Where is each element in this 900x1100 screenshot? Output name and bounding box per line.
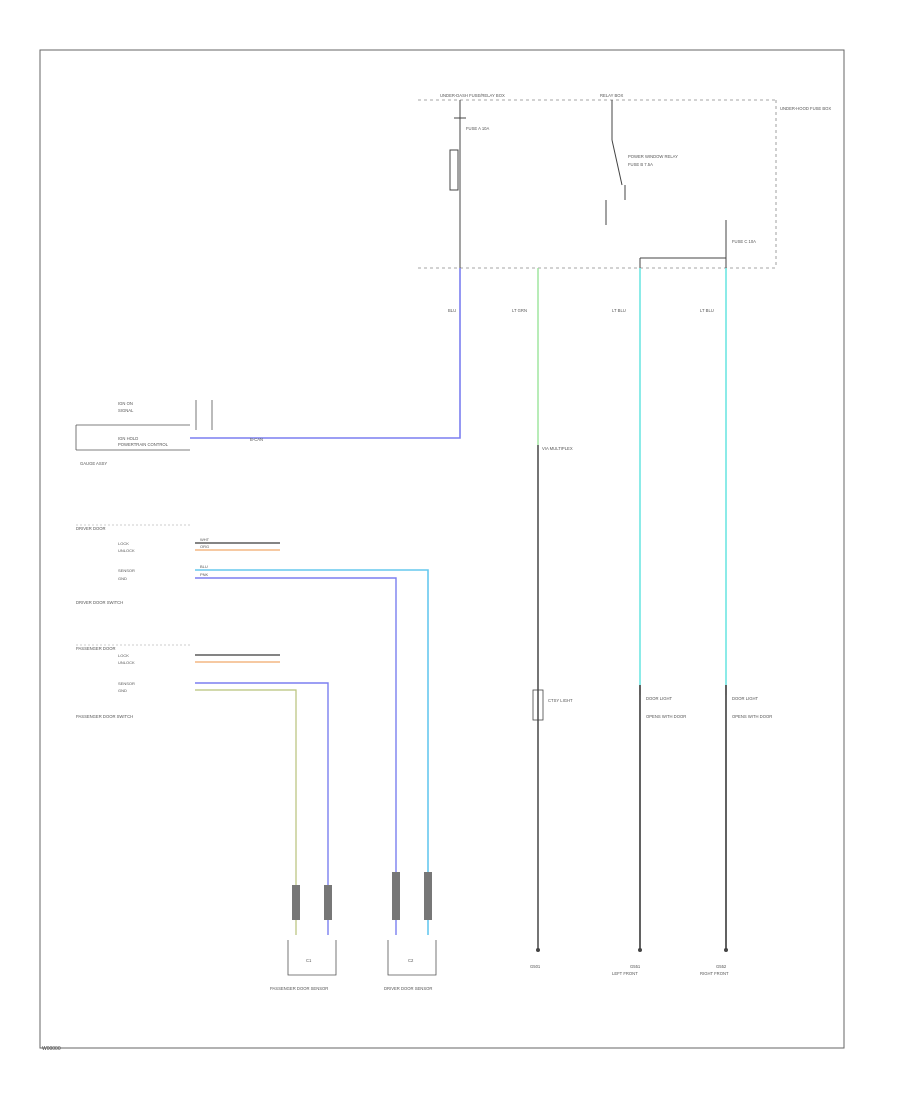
pin-lock-2: LOCK [118, 653, 129, 658]
loc-2: RIGHT FRONT [700, 971, 729, 976]
pax-door-header: PASSENGER DOOR [76, 646, 115, 651]
underhood-box-label: UNDER-HOOD FUSE BOX [780, 106, 831, 111]
driver-door-header: DRIVER DOOR [76, 526, 106, 531]
pax-switch-name: PASSENGER DOOR SWITCH [76, 714, 133, 719]
fuse-a [449, 100, 466, 268]
fuse-c-label: FUSE C 10A [732, 239, 756, 244]
power-window-relay [605, 100, 626, 225]
lamp-1-label: CTSY LIGHT [548, 698, 573, 703]
lamp-3-label: DOOR LIGHT [732, 696, 758, 701]
underdash-box-label: UNDER-DASH FUSE/RELAY BOX [440, 93, 505, 98]
grounds [536, 948, 728, 952]
ground-2: G551 [630, 964, 641, 969]
pin-ground-2: GND [118, 688, 127, 693]
ground-1: G501 [530, 964, 541, 969]
door-sw-1-label: OPENS WITH DOOR [646, 714, 686, 719]
diagram-frame [39, 49, 845, 1049]
sensor-right-label: DRIVER DOOR SENSOR [384, 986, 432, 991]
pin-unlock-1: UNLOCK [118, 548, 135, 553]
lamp-2-label: DOOR LIGHT [646, 696, 672, 701]
fuse-a-label: FUSE A 10A [466, 126, 489, 131]
wire-1-label: BLU [448, 308, 456, 313]
pcm-line: POWERTRAIN CONTROL [118, 442, 169, 447]
color-org-1: ORG [200, 544, 209, 549]
bus-label: B-CAN [250, 437, 263, 442]
wire-blue-main [190, 268, 461, 439]
color-blu-1: BLU [200, 564, 208, 569]
wire-2-label: LT GRN [512, 308, 527, 313]
wire-3-label: LT BLU [612, 308, 626, 313]
relay-label: POWER WINDOW RELAY [628, 154, 678, 159]
c2-label: C2 [408, 958, 414, 963]
lamp-1 [532, 689, 544, 721]
pin-sensor-2: SENSOR [118, 681, 135, 686]
sensor-connectors [292, 872, 432, 920]
pin-sensor-1: SENSOR [118, 568, 135, 573]
ground-3: G552 [716, 964, 727, 969]
footer-code: W00000 [42, 1046, 61, 1052]
gauge-assembly: GAUGE ASSY [80, 461, 107, 466]
sensor-left-label: PASSENGER DOOR SENSOR [270, 986, 328, 991]
fuse-b-label: FUSE B 7.5A [628, 162, 653, 167]
pin-unlock-2: UNLOCK [118, 660, 135, 665]
driver-switch-name: DRIVER DOOR SWITCH [76, 600, 123, 605]
pin-lock-1: LOCK [118, 541, 129, 546]
color-wht-1: WHT [200, 537, 210, 542]
c1-label: C1 [306, 958, 312, 963]
sensor-boxes [287, 940, 437, 976]
loc-1: LEFT FRONT [612, 971, 638, 976]
via-line: VIA MULTIPLEX [542, 446, 573, 451]
ign-hold: IGN HOLD [118, 436, 138, 441]
pax-door-wires [195, 654, 329, 935]
ign-on-line1: IGN ON [118, 401, 133, 406]
color-pnk-1: PNK [200, 572, 209, 577]
ign-on-line2: SIGNAL [118, 408, 134, 413]
pin-ground-1: GND [118, 576, 127, 581]
relay-box [418, 99, 777, 269]
driver-door-wires [195, 542, 429, 935]
wire-4-label: LT BLU [700, 308, 714, 313]
relay-box-label: RELAY BOX [600, 93, 624, 98]
gauge-block [75, 400, 213, 451]
fuse-c [639, 220, 727, 268]
door-sw-2-label: OPENS WITH DOOR [732, 714, 772, 719]
